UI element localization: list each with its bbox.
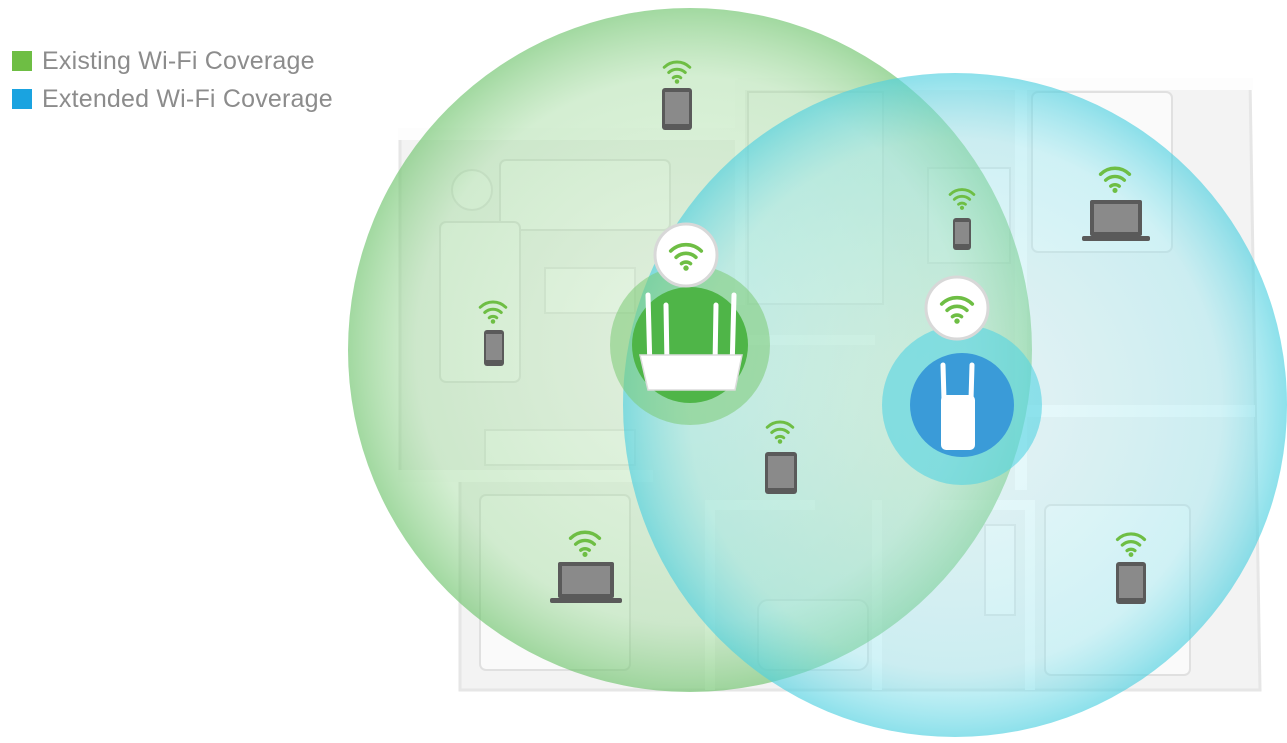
wifi-router-icon [639,292,743,391]
range-extender [882,275,1042,485]
device-tablet-top [662,60,692,130]
legend-swatch-extended [12,89,32,109]
device-phone-dining [948,188,976,250]
device-phone-sofa [478,300,508,366]
range-extender-icon [940,362,975,450]
device-laptop-top-right [1082,166,1150,241]
legend: Existing Wi-Fi Coverage Extended Wi-Fi C… [12,42,333,118]
laptop-icon [1082,200,1150,241]
laptop-icon [550,562,622,603]
legend-item-extended: Extended Wi-Fi Coverage [12,80,333,118]
legend-label-extended: Extended Wi-Fi Coverage [42,84,333,113]
legend-label-existing: Existing Wi-Fi Coverage [42,46,315,75]
device-tablet-center [765,420,797,494]
device-laptop-bottom-left [550,530,622,603]
legend-item-existing: Existing Wi-Fi Coverage [12,42,333,80]
device-tablet-bottom-right [1115,532,1147,604]
router [610,222,770,425]
legend-swatch-existing [12,51,32,71]
